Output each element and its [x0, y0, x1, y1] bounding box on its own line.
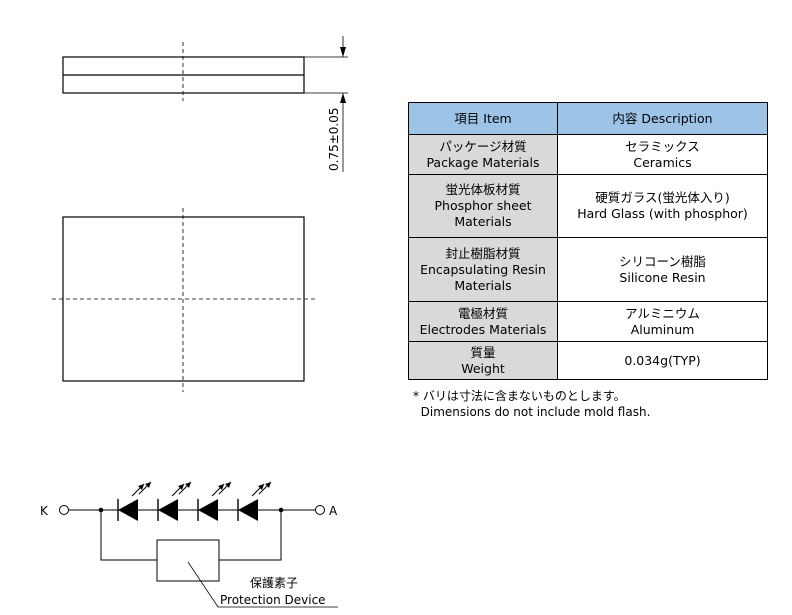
- item-text: Materials: [454, 277, 512, 293]
- led-diode: [237, 481, 272, 521]
- description-cell: 硬質ガラス(蛍光体入り)Hard Glass (with phosphor): [557, 174, 768, 238]
- protection-leader-line: [187, 561, 338, 608]
- mold-flash-note: * バリは寸法に含まないものとします。 Dimensions do not in…: [413, 388, 650, 420]
- item-text: 質量: [470, 344, 496, 360]
- light-arrow-head: [225, 482, 231, 488]
- thickness-dimension: [304, 36, 348, 172]
- item-text: Phosphor sheet: [434, 198, 532, 213]
- terminal-k-label: K: [40, 504, 49, 518]
- note-line-jp: * バリは寸法に含まないものとします。: [413, 389, 626, 403]
- terminal-a: [315, 505, 325, 515]
- led-triangle: [198, 499, 218, 521]
- side-view: [62, 42, 305, 101]
- header-description: 内容 Description: [557, 102, 768, 135]
- light-arrow-head: [218, 484, 224, 490]
- protection-device: [156, 539, 220, 582]
- led-diode: [197, 481, 232, 521]
- dimension-arrow-bottom: [340, 93, 346, 103]
- terminal-k: [59, 505, 69, 515]
- description-text: 0.034g(TYP): [624, 352, 701, 368]
- bypass-wire-left: [100, 510, 157, 561]
- description-text: Aluminum: [630, 321, 695, 337]
- light-arrow-head: [178, 484, 184, 490]
- description-text: Silicone Resin: [619, 269, 706, 285]
- led-diode: [117, 481, 152, 521]
- note-line-en: Dimensions do not include mold flash.: [413, 405, 651, 419]
- dimension-arrow-top: [340, 47, 346, 57]
- led-triangle: [118, 499, 138, 521]
- light-arrow-head: [185, 482, 191, 488]
- item-text: 封止樹脂材質: [445, 245, 521, 261]
- spec-table-header: 項目 Item 内容 Description: [408, 102, 768, 135]
- protection-label-jp: 保護素子: [250, 575, 298, 590]
- led-triangle: [158, 499, 178, 521]
- item-text: Package Materials: [426, 154, 540, 170]
- top-view: [52, 208, 316, 392]
- description-text: Hard Glass (with phosphor): [577, 206, 748, 221]
- header-item: 項目 Item: [408, 102, 558, 135]
- thickness-label: 0.75±0.05: [327, 108, 341, 172]
- item-text: Materials: [454, 214, 512, 229]
- description-text: Ceramics: [633, 154, 692, 170]
- description-cell: 0.034g(TYP): [557, 341, 768, 380]
- circuit-diagram: K A 保護素子 Protection Device: [40, 481, 338, 608]
- led-diode: [157, 481, 192, 521]
- item-text: 蛍光体板材質: [445, 182, 521, 197]
- terminal-a-label: A: [329, 504, 338, 518]
- description-text: アルミニウム: [625, 305, 700, 321]
- item-text: Electrodes Materials: [419, 321, 547, 337]
- light-arrow-head: [145, 482, 151, 488]
- description-text: 硬質ガラス(蛍光体入り): [595, 190, 730, 205]
- description-text: シリコーン樹脂: [619, 253, 706, 269]
- led-string: [117, 481, 272, 521]
- led-triangle: [238, 499, 258, 521]
- light-arrow-head: [138, 484, 144, 490]
- top-view-body: [62, 216, 305, 382]
- protection-label-en: Protection Device: [220, 593, 326, 607]
- item-text: Weight: [461, 360, 505, 376]
- description-text: セラミックス: [625, 138, 700, 154]
- item-text: Encapsulating Resin: [420, 261, 546, 277]
- item-text: 電極材質: [457, 305, 508, 321]
- item-text: パッケージ材質: [439, 138, 527, 154]
- light-arrow-head: [258, 484, 264, 490]
- bypass-wire-right: [219, 510, 282, 561]
- light-arrow-head: [265, 482, 271, 488]
